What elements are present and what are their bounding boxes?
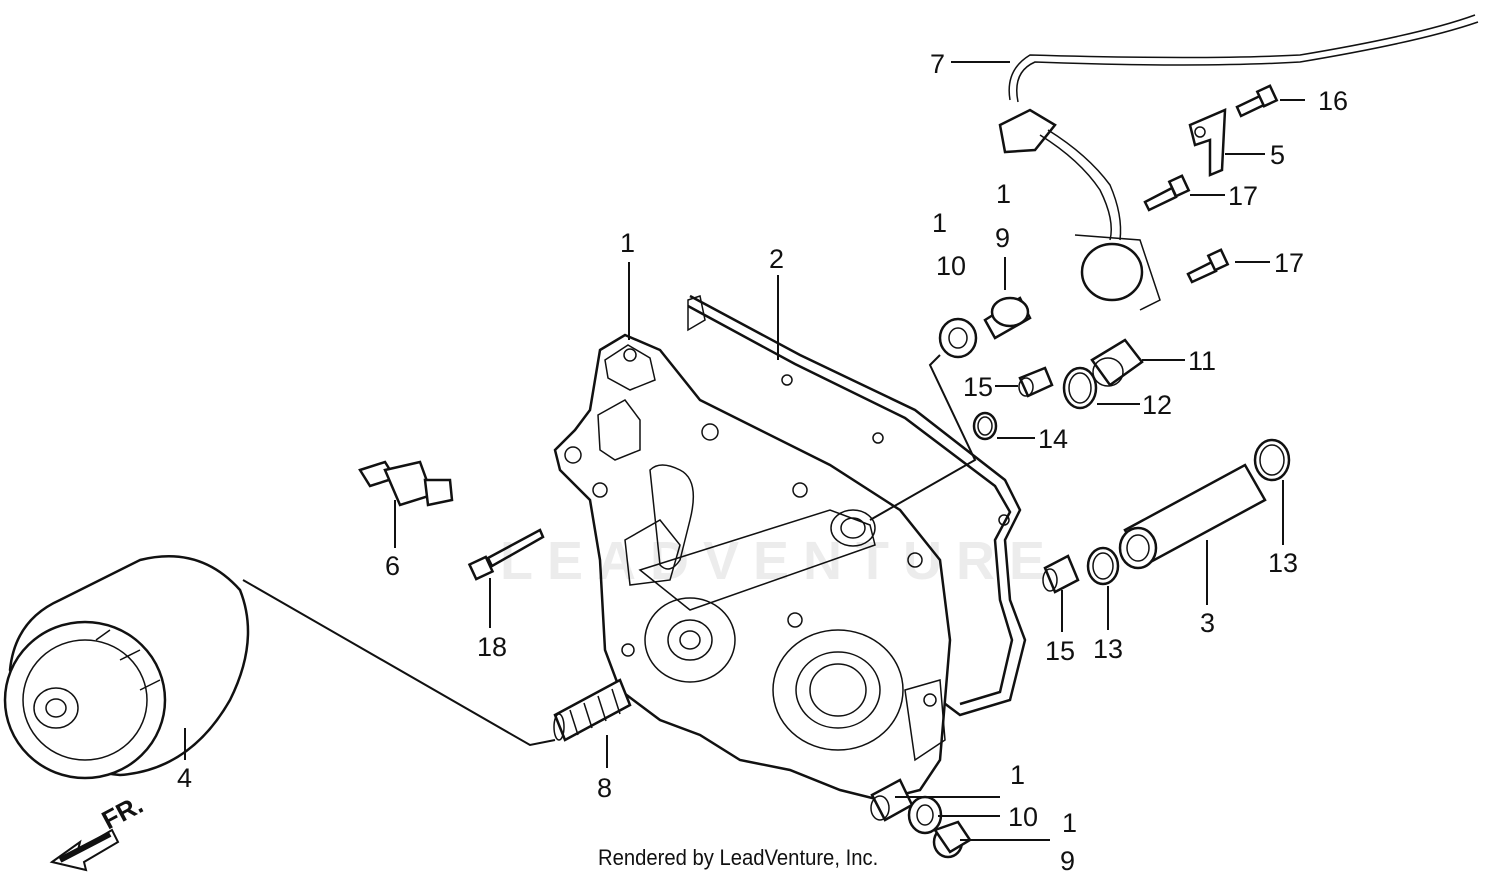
collar-15a [1018, 366, 1054, 398]
o-ring-12 [1062, 366, 1098, 410]
label-1-cover: 1 [620, 228, 635, 258]
label-18: 18 [477, 632, 507, 662]
threaded-stud [553, 678, 632, 742]
oil-pipe-3 [1118, 463, 1267, 570]
clip-5 [1188, 108, 1227, 177]
seal-washer-10a [938, 317, 978, 359]
oil-filter [3, 555, 250, 780]
oil-pressure-switch [358, 460, 454, 507]
front-arrow: FR. [49, 789, 148, 872]
label-8: 8 [597, 773, 612, 803]
label-3: 3 [1200, 608, 1215, 638]
bolt-18 [467, 528, 545, 581]
label-1-lower: 1 [1010, 760, 1025, 790]
label-15-lower: 15 [1045, 636, 1075, 666]
label-1-washer: 1 [932, 208, 947, 238]
label-17-upper: 17 [1228, 181, 1258, 211]
label-10-upper: 10 [936, 251, 966, 281]
label-6: 6 [385, 551, 400, 581]
part-labels: 1 2 1 1 9 10 7 16 5 17 17 11 15 12 14 13… [177, 49, 1348, 876]
label-11: 11 [1188, 346, 1216, 376]
label-16: 16 [1318, 86, 1348, 116]
label-5: 5 [1270, 140, 1285, 170]
watermark: LEADVENTURE [500, 531, 1060, 591]
label-7: 7 [930, 49, 945, 79]
label-9-upper: 9 [995, 223, 1010, 253]
label-12: 12 [1142, 390, 1172, 420]
leader-lines [184, 61, 1305, 841]
collar-15b [1042, 554, 1080, 594]
label-2: 2 [769, 244, 784, 274]
bolt-17a [1143, 174, 1191, 212]
label-13-left: 13 [1093, 634, 1123, 664]
label-4: 4 [177, 763, 192, 793]
bolt-17b [1186, 248, 1230, 284]
collar-11 [1090, 338, 1144, 387]
bolt-16 [1235, 84, 1279, 118]
label-1-bottom: 1 [1062, 808, 1077, 838]
crankcase-cover [553, 333, 952, 802]
gasket [687, 294, 1027, 717]
sensor-harness [998, 14, 1479, 311]
label-17-lower: 17 [1274, 248, 1304, 278]
plug-bolt-9a [983, 296, 1032, 340]
seal-washer-10b [907, 795, 943, 835]
label-14: 14 [1038, 424, 1068, 454]
footer-credit: Rendered by LeadVenture, Inc. [598, 845, 879, 870]
o-ring-13a [1253, 438, 1291, 482]
front-marker-label: FR. [97, 789, 148, 835]
label-15-upper: 15 [963, 372, 993, 402]
label-13-right: 13 [1268, 548, 1298, 578]
o-ring-14 [972, 411, 998, 441]
label-1-upper: 1 [996, 179, 1011, 209]
label-9-lower: 9 [1060, 846, 1075, 876]
o-ring-13b [1086, 546, 1120, 586]
label-10-lower: 10 [1008, 802, 1038, 832]
